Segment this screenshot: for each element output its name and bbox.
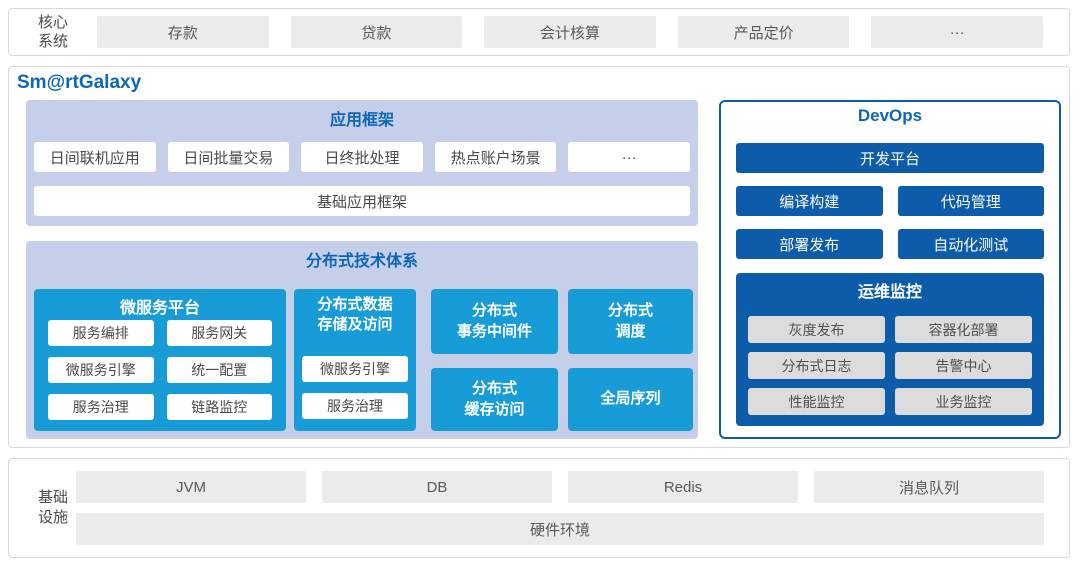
- app-eod-batch: 日终批处理: [301, 142, 423, 172]
- app-framework-row: 日间联机应用 日间批量交易 日终批处理 热点账户场景 ···: [34, 142, 690, 172]
- chip-unified-config: 统一配置: [166, 357, 272, 383]
- tool-build: 编译构建: [736, 186, 883, 216]
- core-system-loan: 贷款: [290, 16, 463, 48]
- app-hot-account: 热点账户场景: [434, 142, 557, 172]
- data-storage-title: 分布式数据 存储及访问: [294, 289, 416, 336]
- distributed-transaction-card: 分布式 事务中间件: [431, 289, 558, 354]
- app-online: 日间联机应用: [34, 142, 156, 172]
- ops-monitor-title: 运维监控: [857, 284, 922, 301]
- chip-trace-monitor: 链路监控: [166, 394, 272, 420]
- chip-service-governance: 服务治理: [48, 394, 154, 420]
- core-system-pricing: 产品定价: [677, 16, 850, 48]
- chip-microservice-engine: 微服务引擎: [48, 357, 154, 383]
- infra-hardware-env: 硬件环境: [76, 513, 1044, 545]
- infra-message-queue: 消息队列: [814, 471, 1044, 503]
- distributed-scheduler-line1: 分布式: [607, 302, 653, 320]
- microservice-chip-grid: 服务编排 服务网关 微服务引擎 统一配置 服务治理 链路监控: [48, 320, 272, 420]
- platform-container: Sm@rtGalaxy 应用框架 日间联机应用 日间批量交易 日终批处理 热点账…: [8, 66, 1070, 448]
- ops-alert-center: 告警中心: [895, 352, 1032, 379]
- app-batch-trade: 日间批量交易: [167, 142, 290, 172]
- global-sequence-card: 全局序列: [568, 368, 693, 431]
- data-storage-title-line1: 分布式数据: [317, 296, 393, 313]
- infrastructure-bar: 基础 设施 JVM DB Redis 消息队列 硬件环境: [8, 458, 1070, 558]
- ops-performance-monitor: 性能监控: [748, 388, 885, 415]
- distributed-scheduler-line2: 调度: [615, 322, 646, 340]
- ops-business-monitor: 业务监控: [895, 388, 1032, 415]
- data-storage-title-line2: 存储及访问: [317, 316, 393, 334]
- distributed-transaction-line2: 事务中间件: [456, 322, 532, 340]
- infra-db: DB: [322, 471, 552, 503]
- ops-gray-release: 灰度发布: [748, 316, 885, 343]
- core-system-deposit: 存款: [97, 16, 269, 48]
- app-ellipsis: ···: [568, 142, 690, 172]
- ops-monitor-card: 运维监控 灰度发布 容器化部署 分布式日志 告警中心 性能监控 业务监控: [736, 273, 1044, 426]
- distributed-cache-card: 分布式 缓存访问: [431, 368, 558, 431]
- infrastructure-label-line2: 设施: [37, 509, 68, 526]
- base-app-framework: 基础应用框架: [34, 186, 690, 216]
- infrastructure-label: 基础 设施: [31, 488, 75, 529]
- distributed-cache-line1: 分布式: [471, 380, 517, 398]
- app-framework-title: 应用框架: [329, 112, 394, 129]
- chip-service-orchestration: 服务编排: [48, 320, 154, 346]
- distributed-transaction-line1: 分布式: [471, 302, 517, 320]
- distributed-panel: 分布式技术体系 微服务平台 服务编排 服务网关 微服务引擎 统一配置 服务治理 …: [26, 241, 698, 439]
- platform-brand: Sm@rtGalaxy: [17, 72, 142, 93]
- chip-ds-service-governance: 服务治理: [302, 393, 408, 419]
- distributed-cache-line2: 缓存访问: [464, 400, 525, 418]
- chip-service-gateway: 服务网关: [166, 320, 272, 346]
- global-sequence-line1: 全局序列: [600, 390, 661, 408]
- infra-redis: Redis: [568, 471, 798, 503]
- chip-ds-microservice-engine: 微服务引擎: [302, 356, 408, 382]
- core-systems-label-line2: 系统: [37, 33, 68, 50]
- tool-auto-test: 自动化测试: [897, 229, 1044, 259]
- ops-distributed-log: 分布式日志: [748, 352, 885, 379]
- devops-title: DevOps: [857, 106, 923, 125]
- data-storage-card: 分布式数据 存储及访问 微服务引擎 服务治理: [294, 289, 416, 431]
- infrastructure-row: JVM DB Redis 消息队列: [76, 471, 1044, 503]
- devops-tools-grid: 编译构建 代码管理 部署发布 自动化测试: [736, 186, 1044, 259]
- distributed-scheduler-card: 分布式 调度: [568, 289, 693, 354]
- core-system-ellipsis: ···: [871, 16, 1043, 48]
- core-system-accounting: 会计核算: [484, 16, 656, 48]
- devops-panel: DevOps 开发平台 编译构建 代码管理 部署发布 自动化测试 运维监控 灰度…: [719, 100, 1061, 439]
- tool-code-management: 代码管理: [897, 186, 1044, 216]
- infra-jvm: JVM: [76, 471, 306, 503]
- ops-monitor-grid: 灰度发布 容器化部署 分布式日志 告警中心 性能监控 业务监控: [748, 316, 1032, 415]
- dev-platform-box: 开发平台: [736, 143, 1044, 173]
- ops-container-deploy: 容器化部署: [895, 316, 1032, 343]
- app-framework-panel: 应用框架 日间联机应用 日间批量交易 日终批处理 热点账户场景 ··· 基础应用…: [26, 100, 698, 226]
- tool-deploy-release: 部署发布: [736, 229, 883, 259]
- distributed-title: 分布式技术体系: [305, 253, 418, 270]
- microservice-platform-card: 微服务平台 服务编排 服务网关 微服务引擎 统一配置 服务治理 链路监控: [34, 289, 286, 431]
- core-systems-bar: 核心 系统 存款 贷款 会计核算 产品定价 ···: [8, 8, 1070, 56]
- core-systems-label-line1: 核心: [37, 13, 68, 31]
- infrastructure-label-line1: 基础: [37, 488, 68, 506]
- core-systems-label: 核心 系统: [31, 13, 75, 52]
- microservice-platform-title: 微服务平台: [119, 300, 200, 317]
